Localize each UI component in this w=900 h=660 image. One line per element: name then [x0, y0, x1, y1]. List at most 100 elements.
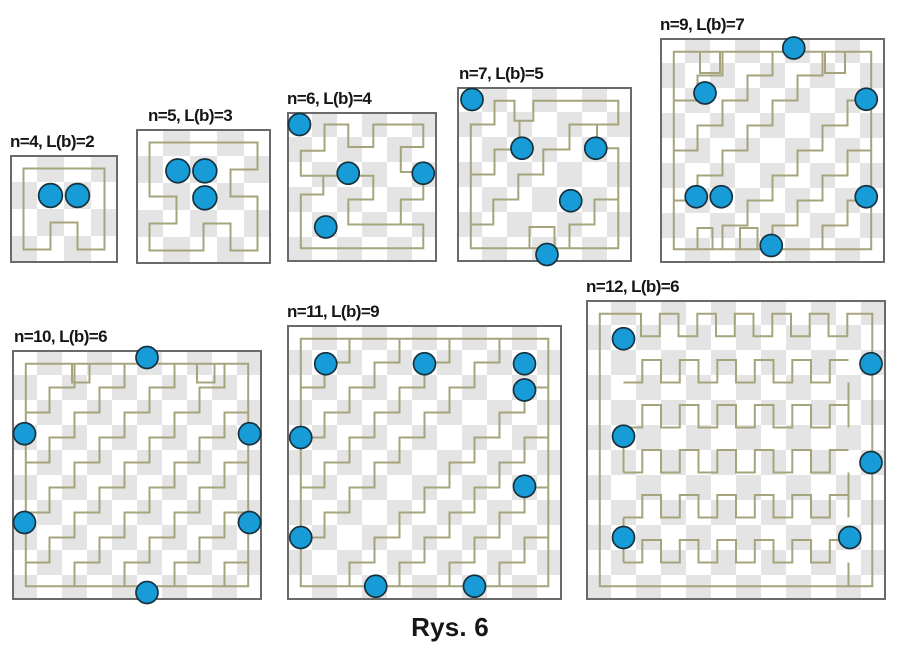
loop-segment: [223, 561, 249, 587]
loop-segment: [25, 363, 76, 414]
blue-dot: [313, 351, 338, 376]
loop-segment: [528, 226, 556, 249]
maze-border: [660, 38, 885, 263]
loop-segment: [623, 449, 849, 474]
loop-path: [299, 123, 425, 250]
loop-path: [469, 99, 620, 250]
blue-dot: [135, 345, 159, 370]
blue-dot: [37, 182, 64, 209]
blue-dot: [854, 87, 879, 112]
maze-grid-n10: [12, 345, 262, 605]
loop-segment: [623, 494, 849, 519]
blue-dot: [611, 424, 636, 449]
checkerboard: [287, 112, 437, 262]
blue-dot: [684, 184, 709, 209]
maze-grid-n7: [457, 87, 632, 267]
loop-segment: [25, 363, 126, 464]
loop-segment: [148, 141, 259, 252]
dots: [460, 87, 608, 267]
loop-segment: [299, 337, 550, 588]
blue-dot: [535, 242, 559, 267]
blue-dot: [288, 525, 313, 550]
loop-segment: [123, 461, 249, 587]
dots: [611, 326, 883, 550]
maze-label-n5: n=5, L(b)=3: [148, 106, 233, 125]
loop-segment: [696, 227, 714, 250]
maze-border: [10, 155, 118, 263]
dots: [288, 351, 537, 599]
maze-grid-n6: [287, 112, 437, 262]
figure-caption: Rys. 6: [411, 612, 489, 642]
blue-dot: [412, 351, 437, 376]
loop-segment: [739, 227, 759, 250]
blue-dot: [510, 136, 534, 161]
blue-dot: [611, 525, 636, 550]
maze-border: [287, 112, 437, 262]
maze-label-n4: n=4, L(b)=2: [10, 132, 95, 151]
loop-segment: [623, 539, 849, 564]
loop-path: [148, 141, 259, 252]
loop-segment: [673, 51, 824, 202]
blue-dot: [12, 510, 37, 535]
maze-label-n7: n=7, L(b)=5: [459, 64, 544, 83]
blue-dot: [837, 525, 862, 550]
blue-dot: [192, 158, 218, 184]
loop-segment: [173, 511, 249, 587]
maze-label-n6: n=6, L(b)=4: [287, 89, 372, 108]
loop-segment: [568, 198, 619, 249]
loop-segment: [672, 50, 873, 251]
loop-segment: [824, 51, 846, 74]
blue-dot: [287, 112, 312, 137]
loop-segment: [673, 51, 724, 102]
maze-label-n10: n=10, L(b)=6: [14, 327, 108, 346]
maze-panel-n4: n=4, L(b)=2: [10, 132, 118, 263]
loop-path: [22, 167, 106, 251]
blue-dot: [64, 182, 91, 209]
checkerboard: [10, 155, 118, 263]
dots: [165, 158, 218, 211]
dots: [287, 112, 436, 239]
loop-segment: [71, 363, 91, 384]
blue-dot: [859, 450, 883, 475]
blue-dot: [462, 574, 487, 599]
loop-segment: [598, 312, 874, 588]
maze-label-n9: n=9, L(b)=7: [660, 15, 745, 34]
blue-dot: [512, 351, 537, 376]
maze-border: [136, 129, 271, 264]
loop-segment: [73, 411, 249, 587]
blue-dot: [313, 215, 338, 239]
blue-dot: [693, 81, 717, 105]
blue-dot: [237, 510, 262, 535]
blue-dot: [336, 161, 361, 186]
dots: [684, 36, 879, 258]
blue-dot: [411, 161, 436, 186]
blue-dot: [512, 378, 537, 402]
blue-dot: [12, 421, 37, 446]
maze-panel-n12: n=12, L(b)=6: [586, 277, 886, 600]
maze-panel-n7: n=7, L(b)=5: [457, 64, 632, 267]
loop-segment: [398, 436, 549, 587]
loop-segment: [22, 167, 106, 251]
loop-segment: [300, 338, 501, 539]
maze-panel-n5: n=5, L(b)=3: [136, 106, 271, 264]
maze-panel-n11: n=11, L(b)=9: [287, 302, 562, 600]
blue-dot: [192, 185, 218, 211]
maze-grid-n4: [10, 155, 118, 263]
loop-segment: [196, 363, 216, 384]
loop-segment: [498, 536, 549, 587]
maze-grid-n5: [136, 129, 271, 264]
maze-grid-n11: [287, 325, 562, 600]
loop-segment: [673, 51, 774, 152]
loop-segment: [721, 99, 872, 250]
maze-panel-n10: n=10, L(b)=6: [12, 327, 262, 605]
loop-segment: [300, 338, 401, 439]
blue-dot: [781, 36, 806, 60]
blue-dot: [558, 188, 583, 213]
loop-path: [598, 312, 874, 588]
loop-segment: [299, 123, 425, 250]
maze-border: [12, 350, 262, 600]
maze-panel-n6: n=6, L(b)=4: [287, 89, 437, 262]
maze-label-n12: n=12, L(b)=6: [586, 277, 680, 296]
blue-dot: [709, 184, 734, 209]
loop-path: [299, 337, 550, 588]
